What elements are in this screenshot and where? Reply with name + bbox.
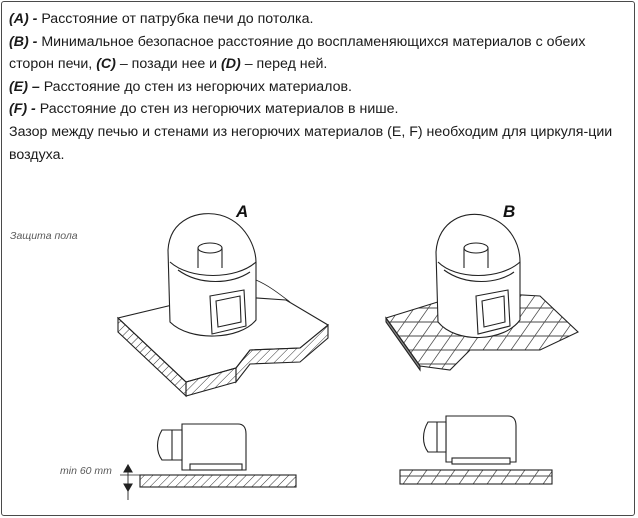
label-b: B	[503, 202, 516, 221]
paragraph-b: (B) - Минимальное безопасное расстояние …	[9, 33, 586, 73]
paragraph-f: (F) - Расстояние до стен из негорючих ма…	[9, 101, 399, 118]
paragraph-gap: Зазор между печью и стенами из негорючих…	[9, 123, 613, 163]
min-distance-caption: min 60 mm	[60, 465, 112, 477]
side-view-b	[399, 415, 553, 485]
paragraph-e: (E) – Расстояние до стен из негорючих ма…	[9, 78, 352, 95]
text-block: (A) - Расстояние от патрубка печи до пот…	[9, 8, 629, 166]
stove-a-group	[116, 213, 329, 398]
label-a: A	[236, 202, 249, 221]
stove-b-group	[385, 213, 579, 372]
paragraph-a: (A) - Расстояние от патрубка печи до пот…	[9, 11, 314, 27]
side-view-a	[120, 423, 297, 500]
floor-protection-caption: Защита пола	[10, 230, 78, 242]
